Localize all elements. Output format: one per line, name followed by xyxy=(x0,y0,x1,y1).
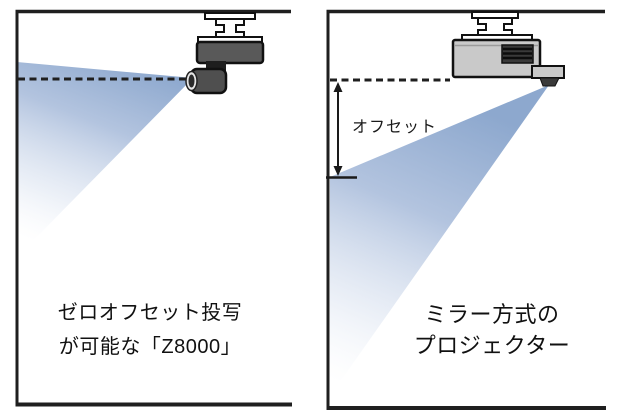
mirror xyxy=(539,77,560,87)
offset-arrowhead-up xyxy=(333,82,343,92)
lens-housing-connector xyxy=(206,61,226,71)
offset-arrowhead-down xyxy=(333,166,343,176)
right-panel-caption: ミラー方式の プロジェクター xyxy=(414,299,571,361)
ceiling-mount-stem-right xyxy=(477,17,513,36)
mirror-unit xyxy=(531,65,565,79)
left-panel xyxy=(15,9,292,407)
projector-body-dark xyxy=(195,40,265,65)
lens-glass xyxy=(188,74,195,88)
right-caption-line2: プロジェクター xyxy=(413,333,571,358)
projection-beam-right xyxy=(330,85,549,396)
left-panel-caption: ゼロオフセット投写 が可能な「Z8000」 xyxy=(58,296,243,364)
left-caption-line2: が可能な「Z8000」 xyxy=(58,336,242,358)
ceiling-mount-stem-left xyxy=(215,18,245,38)
left-caption-line1: ゼロオフセット投写 xyxy=(57,302,243,324)
right-panel xyxy=(326,9,606,410)
projection-beam-left xyxy=(17,62,193,257)
right-caption-line1: ミラー方式の xyxy=(424,302,560,327)
offset-label: オフセット xyxy=(352,119,438,136)
